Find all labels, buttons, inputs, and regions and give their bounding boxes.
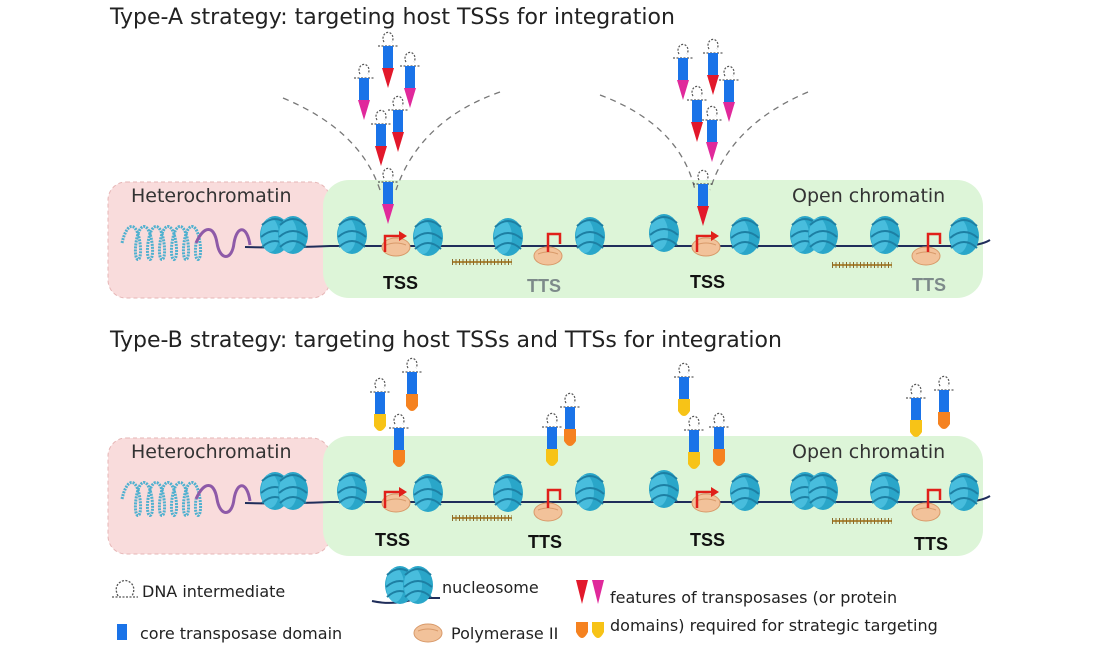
site-label-tts: TTS: [528, 532, 562, 552]
nucleosome: [574, 216, 606, 256]
heterochromatin-label: Heterochromatin: [131, 441, 292, 463]
feature-magenta-icon: [592, 580, 604, 604]
transposase-icon: [718, 65, 740, 123]
nucleosome: [869, 471, 901, 511]
legend: [112, 566, 604, 643]
nucleosome: [729, 216, 761, 256]
nucleosome: [260, 216, 308, 254]
transposase-icon: [377, 31, 399, 89]
nucleosome: [412, 217, 444, 257]
site-label-tss: TSS: [690, 530, 726, 550]
transposase-icon: [905, 383, 927, 438]
transposase-icon: [353, 63, 375, 121]
feature-yellow-icon: [592, 622, 604, 638]
heterochromatin-label: Heterochromatin: [131, 185, 292, 207]
transposase-icon: [387, 95, 409, 153]
panel-a: [107, 31, 991, 299]
open-chromatin-label: Open chromatin: [792, 441, 946, 463]
legend-dna-intermediate: DNA intermediate: [142, 582, 286, 601]
legend-features-line1: features of transposases (or protein: [610, 588, 898, 607]
transposase-icon: [401, 357, 423, 412]
nucleosome: [412, 473, 444, 513]
nucleosome: [260, 472, 308, 510]
nucleosome: [869, 215, 901, 255]
nucleosome: [790, 216, 838, 254]
legend-core-domain: core transposase domain: [140, 624, 343, 643]
polymerase-ii: [911, 246, 941, 266]
site-label-tts: TTS: [914, 534, 948, 554]
transposase-icon: [369, 377, 391, 432]
transposase-icon: [702, 38, 724, 96]
feature-orange-icon: [576, 622, 588, 638]
panel-a-title: Type-A strategy: targeting host TSSs for…: [110, 5, 675, 30]
nucleosome: [948, 216, 980, 256]
site-label-tss: TSS: [383, 273, 419, 293]
site-label-tts: TTS: [527, 276, 561, 296]
transposase-icon: [686, 85, 708, 143]
nucleosome: [492, 217, 524, 257]
dna-intermediate-icon: [112, 579, 138, 598]
nucleosome: [648, 469, 680, 509]
nucleosome: [790, 472, 838, 510]
transposase-icon: [673, 362, 695, 417]
transposase-icon: [701, 105, 723, 163]
site-label-tss: TSS: [375, 530, 411, 550]
nucleosome: [574, 472, 606, 512]
legend-features-line2: domains) required for strategic targetin…: [610, 616, 938, 635]
nucleosome-legend-icon: [371, 566, 440, 604]
nucleosome: [336, 471, 368, 511]
transposase-icon: [370, 109, 392, 167]
nucleosome: [648, 213, 680, 253]
open-chromatin-label: Open chromatin: [792, 185, 946, 207]
site-label-tts: TTS: [912, 275, 946, 295]
nucleosome: [336, 215, 368, 255]
feature-red-icon: [576, 580, 588, 604]
panel-b: [107, 357, 991, 556]
polymerase-ii: [911, 502, 941, 522]
nucleosome: [729, 472, 761, 512]
nucleosome: [492, 473, 524, 513]
core-domain-icon: [117, 624, 127, 640]
legend-nucleosome: nucleosome: [442, 578, 539, 597]
site-label-tss: TSS: [690, 272, 726, 292]
panel-b-title: Type-B strategy: targeting host TSSs and…: [110, 328, 782, 353]
nucleosome: [948, 472, 980, 512]
legend-polymerase: Polymerase II: [451, 624, 559, 643]
polymerase-legend-icon: [413, 623, 443, 643]
transposase-icon: [933, 375, 955, 430]
transposase-icon: [672, 43, 694, 101]
